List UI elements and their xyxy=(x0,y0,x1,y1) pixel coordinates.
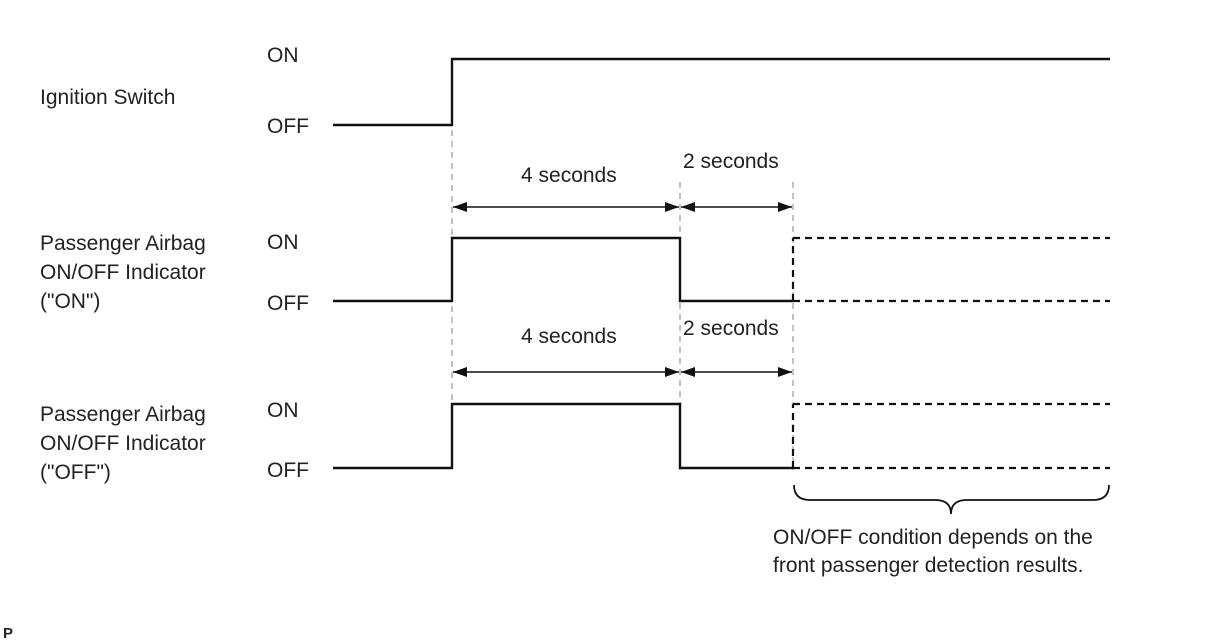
signal-1-waveform xyxy=(333,57,1110,127)
signal-2-off-label: OFF xyxy=(267,292,309,315)
arrowhead xyxy=(681,202,695,212)
note-line-2: front passenger detection results. xyxy=(773,554,1084,577)
signal-3-label-line-2: ON/OFF Indicator xyxy=(40,432,206,455)
signal-2-label-line-1: Passenger Airbag xyxy=(40,232,206,255)
signal-2-waveform xyxy=(333,236,793,303)
signal-1-off-label: OFF xyxy=(267,115,309,138)
signal-3-on-label: ON xyxy=(267,399,299,422)
arrowhead xyxy=(665,202,679,212)
signal-3-off-label: OFF xyxy=(267,459,309,482)
duration-2-label-row-2: 2 seconds xyxy=(683,317,779,340)
arrowhead xyxy=(453,202,467,212)
arrowhead xyxy=(681,367,695,377)
arrowhead xyxy=(453,367,467,377)
signal-1-on-label: ON xyxy=(267,44,299,67)
signal-3-label-line-3: ("OFF") xyxy=(40,461,111,484)
signal-2-label-line-2: ON/OFF Indicator xyxy=(40,261,206,284)
duration-1-label-row-2: 4 seconds xyxy=(521,325,617,348)
signal-3-label-line-1: Passenger Airbag xyxy=(40,403,206,426)
signal-2-on-label: ON xyxy=(267,231,299,254)
corner-mark: P xyxy=(3,625,13,642)
undetermined-region-brace xyxy=(793,484,1110,515)
duration-2-label-row-1: 2 seconds xyxy=(683,150,779,173)
arrowhead xyxy=(778,202,792,212)
signal-3-waveform xyxy=(333,402,793,470)
duration-1-label-row-1: 4 seconds xyxy=(521,164,617,187)
signal-1-label-line-1: Ignition Switch xyxy=(40,86,175,109)
note-line-1: ON/OFF condition depends on the xyxy=(773,526,1093,549)
arrowhead xyxy=(665,367,679,377)
signal-2-label-line-3: ("ON") xyxy=(40,290,100,313)
arrowhead xyxy=(778,367,792,377)
